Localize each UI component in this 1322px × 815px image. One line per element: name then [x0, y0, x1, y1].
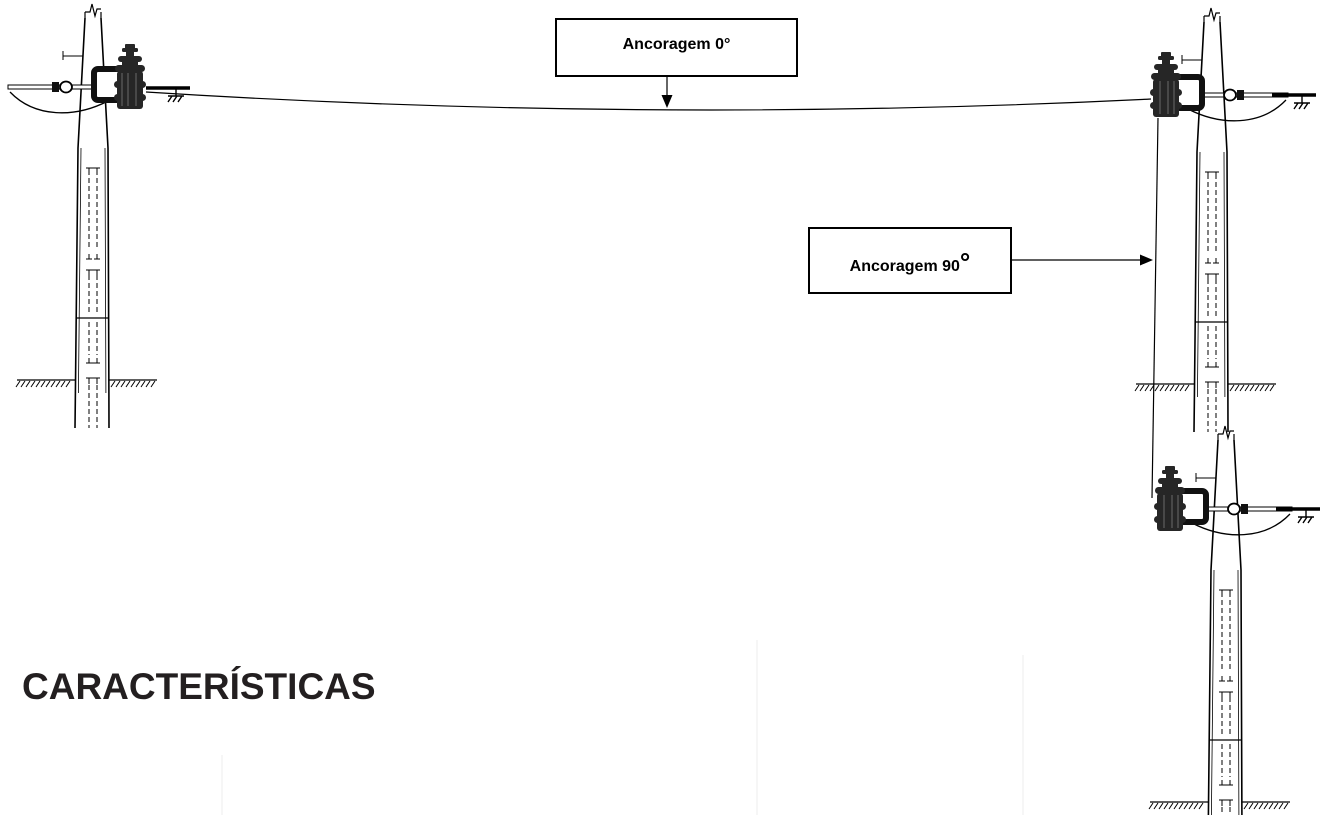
right-lower-insulator-assembly	[1154, 466, 1292, 535]
right-upper-pole-foot	[1193, 396, 1229, 433]
anchoring-90-degree-symbol: °	[959, 246, 971, 277]
anchoring-0-arrow-head	[661, 95, 673, 108]
left-insulator-assembly	[8, 44, 146, 113]
section-heading: CARACTERÍSTICAS	[22, 666, 376, 707]
anchoring-90-cable	[1151, 117, 1159, 499]
anchoring-0-arrow	[661, 77, 673, 108]
anchoring-90-label-box: Ancoragem 90°	[808, 227, 1012, 294]
anchoring-90-arrow	[1012, 254, 1153, 266]
anchoring-90-arrow-head	[1140, 254, 1153, 266]
left-pole-foot	[74, 392, 110, 429]
anchoring-0-cable	[145, 91, 1152, 111]
anchoring-90-label-text: Ancoragem 90	[849, 257, 960, 275]
right-upper-insulator-assembly	[1150, 52, 1288, 121]
anchoring-0-label-box: Ancoragem 0°	[555, 18, 798, 77]
scan-artifact-lines	[221, 640, 1024, 815]
anchoring-90-label: Ancoragem 90°	[850, 249, 971, 275]
anchoring-0-label: Ancoragem 0°	[622, 35, 731, 53]
left-ground-symbol-icon	[144, 86, 192, 104]
